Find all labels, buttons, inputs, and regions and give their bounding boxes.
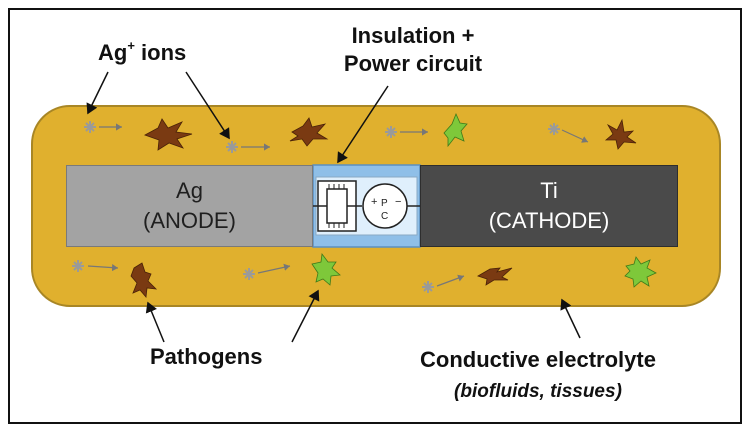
ag-ion-icon (243, 263, 291, 280)
ag-ion-icon (548, 123, 589, 143)
anode-symbol: Ag (176, 178, 203, 203)
circuit-c-label: C (381, 211, 388, 222)
pathogen-icon (443, 112, 468, 148)
ions-callout-arrow (86, 71, 109, 115)
power-source-icon: + − P C (362, 183, 420, 229)
power-circuit-chip-icon (313, 180, 362, 232)
circuit-p-label: P (381, 198, 388, 209)
anode-electrode: Ag (ANODE) (66, 165, 313, 247)
pathogen-icon (144, 118, 193, 151)
cathode-symbol: Ti (540, 178, 558, 203)
ag-ion-icon (72, 260, 119, 272)
pathogen-icon (477, 267, 513, 286)
ag-ion-icon (226, 141, 270, 153)
circuit-minus: − (395, 196, 401, 208)
pathogen-icons (130, 112, 657, 298)
electrolyte-label: Conductive electrolyte (biofluids, tissu… (420, 344, 656, 408)
ag-ions-label: Ag+ ions (98, 38, 187, 65)
pathogen-icon (289, 117, 329, 147)
cathode-role: (CATHODE) (488, 208, 610, 233)
ag-ion-icon (422, 274, 465, 293)
ag-ion-icon (84, 121, 122, 133)
anode-role: (ANODE) (143, 208, 236, 233)
pathogen-icon (311, 252, 341, 286)
pathogens-callout-arrow (145, 301, 165, 343)
ag-ion-icons (72, 121, 589, 293)
insulation-label: Insulation + Power circuit (343, 23, 483, 76)
pathogen-icon (604, 118, 637, 150)
pathogens-callout-arrow (291, 289, 320, 343)
pathogen-icon (624, 256, 657, 288)
ions-callout-arrow (185, 71, 230, 140)
electrolyte-sublabel: (biofluids, tissues) (454, 381, 622, 402)
insulation-callout-arrow (337, 85, 389, 164)
pathogens-label: Pathogens (150, 344, 263, 369)
electrolyte-callout-arrow (560, 298, 581, 339)
pathogen-icon (130, 262, 158, 298)
cathode-electrode: Ti (CATHODE) (420, 165, 678, 247)
callout-arrows (86, 71, 581, 343)
circuit-plus: + (371, 196, 377, 208)
ag-ion-icon (385, 126, 428, 138)
